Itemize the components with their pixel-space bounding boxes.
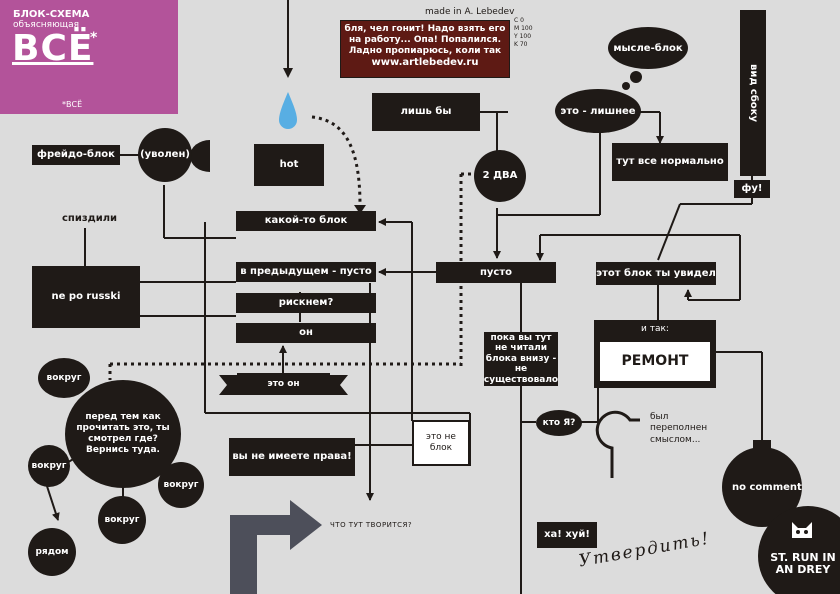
freud-halfmoon xyxy=(190,140,210,172)
around-top: вокруг xyxy=(38,358,90,398)
badge-text: ST. RUN IN AN DREY xyxy=(770,551,836,577)
ha-block: ха! хуй! xyxy=(537,522,597,548)
credit-text: made in A. Lebedev xyxy=(425,7,515,17)
central-circle: перед тем как прочитать это, ты смотрел … xyxy=(65,380,181,488)
while-you-block: пока вы тут не читали блока внизу - не с… xyxy=(483,332,559,386)
water-drop-icon xyxy=(279,92,297,129)
bomb-icon xyxy=(722,447,802,527)
quote-url[interactable]: www.artlebedev.ru xyxy=(371,56,479,68)
cmyk-y: Y 100 xyxy=(514,33,532,40)
quote-line2: на работу... Опа! Попалился. xyxy=(348,34,502,45)
title-small-line2: объясняющая xyxy=(13,20,80,30)
title-big: ВСЁ xyxy=(12,28,94,69)
repair-box: РЕМОНТ xyxy=(598,340,712,383)
whats-going-on-text: ЧТО ТУТ ТВОРИТСЯ? xyxy=(330,521,413,529)
cmyk-c: C 0 xyxy=(514,17,524,24)
empty-block: пусто xyxy=(436,262,556,283)
all-normal-block: тут все нормально xyxy=(612,143,728,181)
this-is-him-ribbon: это он xyxy=(237,373,330,395)
stole-label: спиздили xyxy=(62,213,118,224)
title-block: БЛОК-СХЕМА объясняющая ВСЁ * *ВСЁ xyxy=(0,0,178,114)
quote-line1: бля, чел гонит! Надо взять его xyxy=(344,24,506,34)
cmyk-k: K 70 xyxy=(514,41,528,48)
freud-block: фрейдо-блок xyxy=(32,145,120,165)
two-two-circle: 2 ДВА xyxy=(474,150,526,202)
title-footnote: *ВСЁ xyxy=(62,100,83,109)
title-star: * xyxy=(90,30,98,46)
and-so-label: и так: xyxy=(641,324,669,334)
quote-line3: Ладно пропиарюсь, коли так xyxy=(348,45,502,56)
around-right: вокруг xyxy=(158,462,204,508)
fired-circle: (уволен) xyxy=(138,128,192,182)
cat-icon xyxy=(788,518,816,546)
risk-block: рискнем? xyxy=(236,293,376,313)
thought-bubble: мысле-блок xyxy=(608,27,688,69)
quote-box: бля, чел гонит! Надо взять его на работу… xyxy=(340,20,510,78)
cmyk-m: M 100 xyxy=(514,25,533,32)
no-comment-label: no comment xyxy=(732,482,802,493)
he-block: он xyxy=(236,323,376,343)
superfluous-ellipse: это - лишнее xyxy=(555,89,641,133)
not-a-block-box: это не блок xyxy=(412,420,470,466)
no-right-block: вы не имеете права! xyxy=(229,438,355,476)
around-bottom: вокруг xyxy=(98,496,146,544)
side-view-label: вид сбоку xyxy=(747,64,759,122)
badge-circle xyxy=(758,506,840,594)
fu-block: фу! xyxy=(734,180,770,198)
was-full-text: был переполнен смыслом... xyxy=(650,412,708,445)
hot-block: hot xyxy=(254,144,324,186)
prev-empty-block: в предыдущем - пусто xyxy=(236,262,376,282)
who-am-i-ellipse: кто Я? xyxy=(536,410,582,436)
saw-block: этот блок ты увидел xyxy=(596,262,716,285)
only-if-block: лишь бы xyxy=(372,93,480,131)
big-turn-arrow-icon xyxy=(230,500,322,594)
some-block: какой-то блок xyxy=(236,211,376,231)
around-left: вокруг xyxy=(28,445,70,487)
ne-po-russki-block: ne po russki xyxy=(32,266,140,328)
title-small-line1: БЛОК-СХЕМА xyxy=(13,9,90,20)
nearby-circle: рядом xyxy=(28,528,76,576)
side-view-block: вид сбоку xyxy=(740,10,766,176)
